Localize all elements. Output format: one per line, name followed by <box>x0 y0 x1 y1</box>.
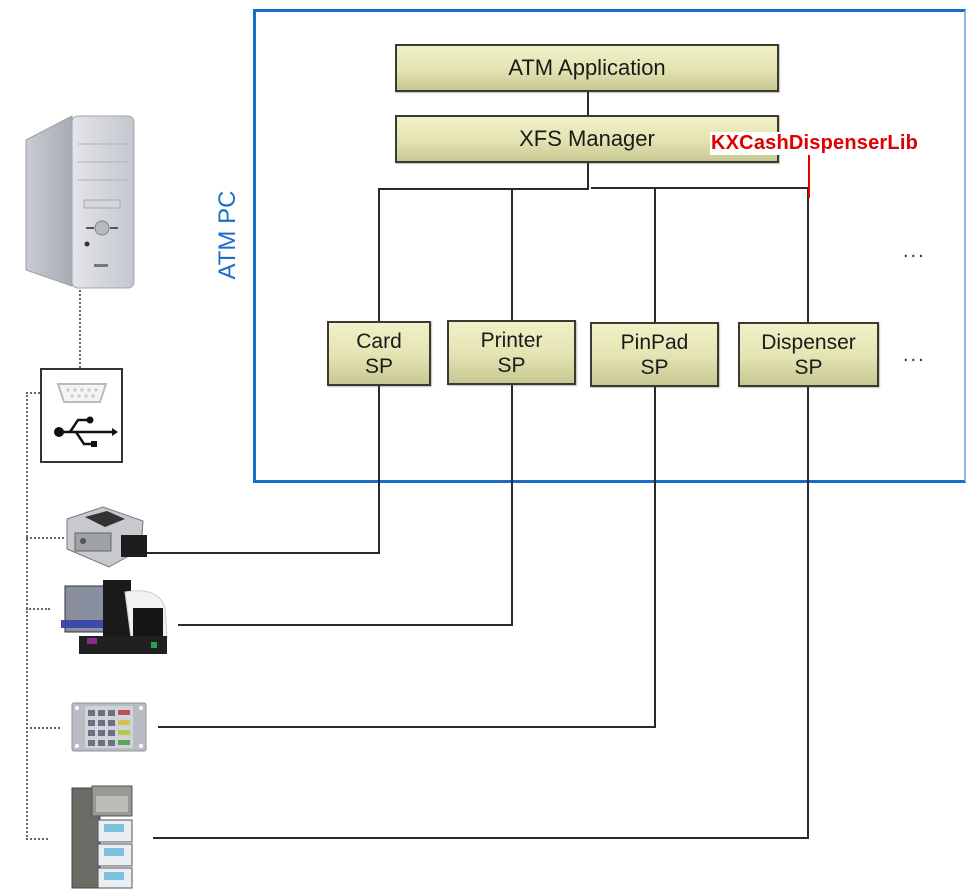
link-pinpad-horizontal <box>158 726 656 728</box>
card-sp-line1: Card <box>356 329 402 353</box>
card-reader-icon <box>66 506 147 568</box>
atm-application-box: ATM Application <box>395 44 779 92</box>
connector-app-manager <box>587 92 589 115</box>
dotted-link-printer <box>26 608 50 610</box>
connector-card-sp <box>378 188 380 321</box>
pinpad-sp-box: PinPad SP <box>590 322 719 387</box>
connector-pinpad-sp <box>654 187 656 322</box>
atm-application-label: ATM Application <box>508 55 666 80</box>
connector-dispenser-sp <box>807 187 809 322</box>
kxcashdispenserlib-label: KXCashDispenserLib <box>710 132 919 155</box>
link-pinpad-down <box>654 387 656 727</box>
more-ellipsis-top: ... <box>903 240 926 262</box>
connector-manager-bus <box>587 163 589 189</box>
printer-icon <box>61 580 168 654</box>
link-dispenser-down <box>807 387 809 839</box>
link-printer-down <box>511 385 513 626</box>
dispenser-sp-box: Dispenser SP <box>738 322 879 387</box>
card-sp-line2: SP <box>364 354 393 378</box>
cash-dispenser-icon <box>71 785 133 889</box>
link-printer-horizontal <box>178 624 513 626</box>
dispenser-sp-line1: Dispenser <box>761 330 856 354</box>
dispenser-sp-line2: SP <box>794 355 823 379</box>
link-dispenser-horizontal <box>153 837 809 839</box>
xfs-manager-label: XFS Manager <box>519 126 655 151</box>
port-interface-box <box>40 368 123 463</box>
dotted-link-card-reader <box>26 537 64 539</box>
dotted-link-port <box>26 392 40 394</box>
annotation-pointer <box>808 150 810 198</box>
printer-sp-line2: SP <box>497 353 526 377</box>
serial-usb-port-icon <box>54 383 118 447</box>
bus-right <box>591 187 810 189</box>
link-card-horizontal <box>145 552 380 554</box>
dotted-link-dispenser <box>26 838 48 840</box>
printer-sp-line1: Printer <box>480 328 543 352</box>
dotted-device-bus <box>26 392 28 840</box>
printer-sp-box: Printer SP <box>447 320 576 385</box>
card-sp-box: Card SP <box>327 321 431 386</box>
keypad-icon <box>71 702 147 752</box>
dotted-link-pinpad <box>26 727 60 729</box>
atm-pc-label: ATM PC <box>214 190 241 280</box>
more-ellipsis-sp: ... <box>903 344 926 366</box>
bus-left <box>378 188 589 190</box>
pinpad-sp-line1: PinPad <box>620 330 689 354</box>
link-card-down <box>378 386 380 553</box>
pinpad-sp-line2: SP <box>640 355 669 379</box>
atm-pc-frame <box>253 9 966 483</box>
dotted-link-pc-port <box>79 290 81 368</box>
connector-printer-sp <box>511 188 513 321</box>
computer-tower-icon <box>25 115 135 289</box>
